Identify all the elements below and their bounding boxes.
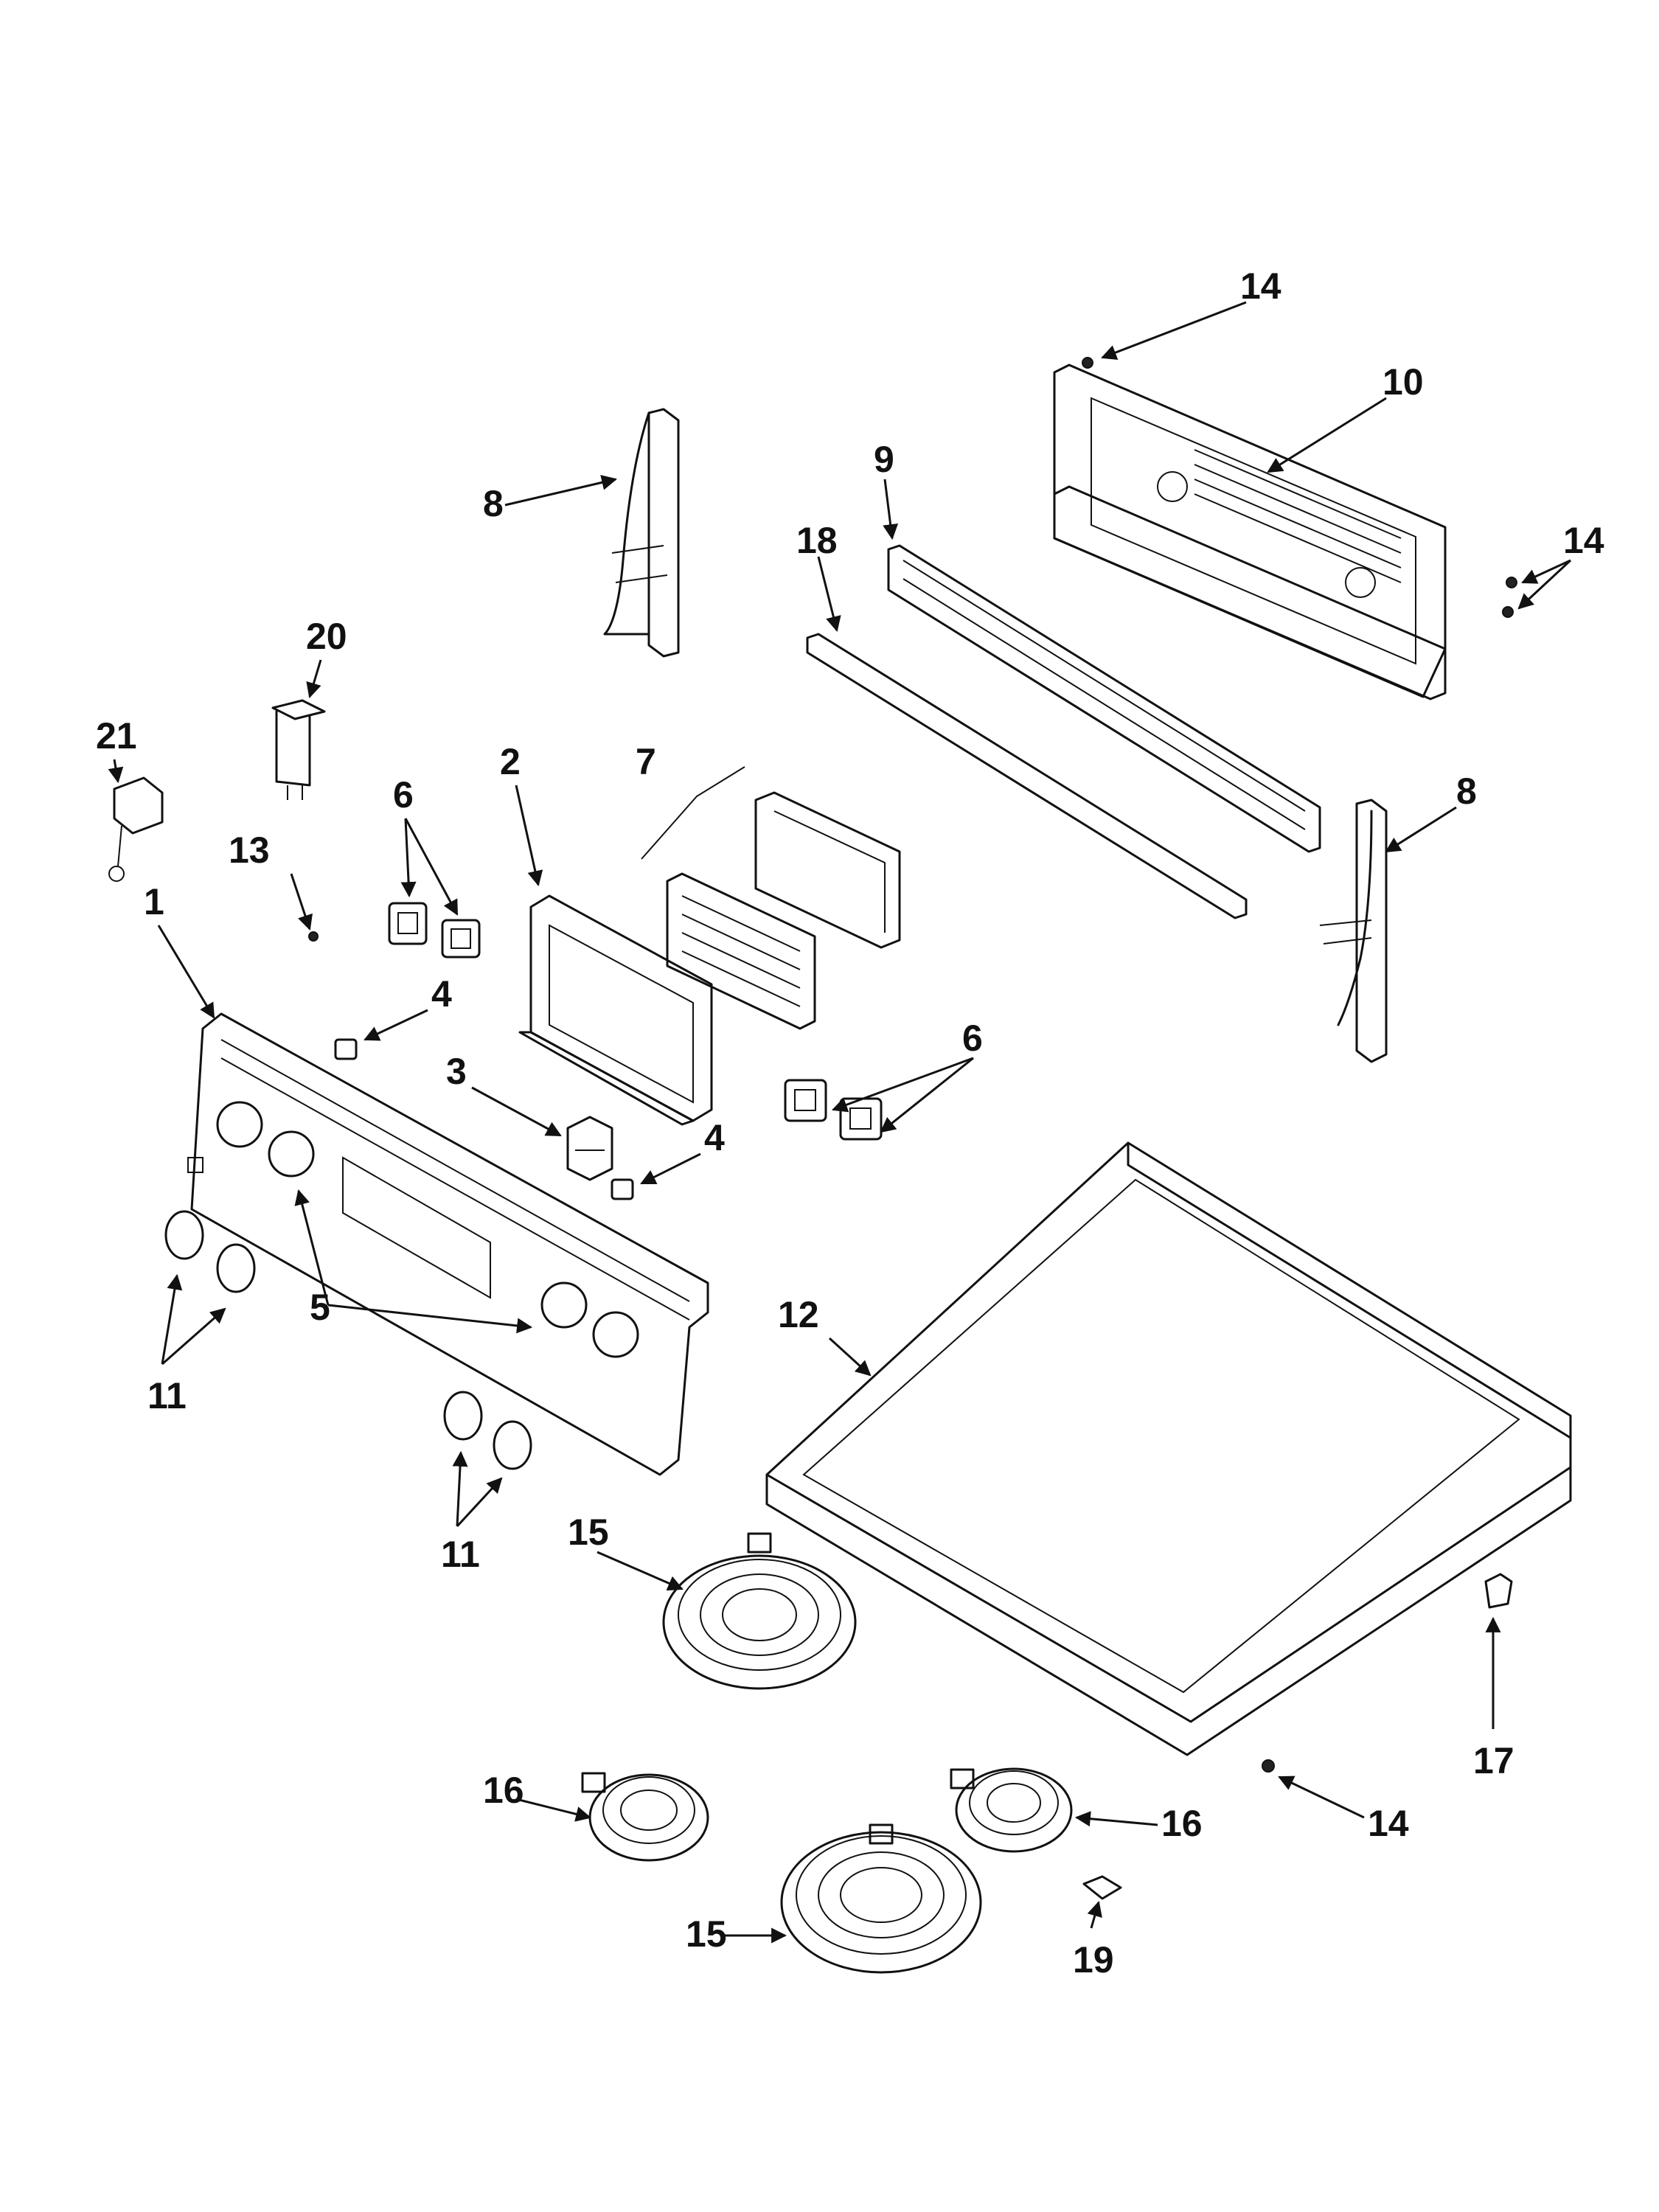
leader-lines xyxy=(108,301,1572,1944)
callout-8-left: 8 xyxy=(483,483,504,524)
callout-14-top: 14 xyxy=(1240,265,1281,307)
callout-19: 19 xyxy=(1073,1939,1114,1980)
callout-3: 3 xyxy=(446,1051,467,1092)
display-bracket-part xyxy=(518,894,713,1126)
callout-10: 10 xyxy=(1382,361,1424,403)
callout-6-upper: 6 xyxy=(393,774,414,815)
control-board-part xyxy=(641,766,901,1030)
leveling-leg-17-part xyxy=(1484,1573,1513,1609)
callout-16-right: 16 xyxy=(1161,1803,1203,1844)
switch-pair-upper-part xyxy=(388,902,481,959)
callout-6-lower: 6 xyxy=(962,1018,983,1059)
callout-1: 1 xyxy=(144,881,164,922)
callout-labels: 14 10 9 18 14 8 8 20 21 2 7 6 13 1 4 3 6… xyxy=(96,265,1604,1980)
indicator-light-part xyxy=(271,699,326,800)
callout-21: 21 xyxy=(96,715,137,757)
control-panel-part xyxy=(187,1012,709,1476)
screws-14-top-part xyxy=(1082,357,1517,618)
callout-8-right: 8 xyxy=(1456,771,1477,812)
callout-14-right: 14 xyxy=(1563,520,1604,561)
callout-18: 18 xyxy=(796,520,838,561)
trim-strip-part xyxy=(887,544,1321,853)
terminal-block-part xyxy=(108,776,164,882)
surface-element-small-b-part xyxy=(950,1767,1073,1853)
screw-13-part xyxy=(308,931,319,942)
callout-5: 5 xyxy=(310,1287,330,1328)
callout-7: 7 xyxy=(636,741,656,782)
callout-11-left: 11 xyxy=(147,1375,187,1416)
clip-19-part xyxy=(1082,1875,1122,1900)
relay-3-part xyxy=(566,1116,613,1181)
callout-12: 12 xyxy=(778,1294,819,1335)
callout-20: 20 xyxy=(306,616,347,657)
callout-15-lower: 15 xyxy=(686,1913,727,1955)
callout-2: 2 xyxy=(500,741,521,782)
callout-4-upper: 4 xyxy=(431,973,452,1015)
surface-element-large-b-part xyxy=(780,1823,982,1974)
cooktop-part xyxy=(765,1141,1572,1756)
callout-4-lower: 4 xyxy=(704,1117,725,1158)
callout-9: 9 xyxy=(874,439,894,480)
callout-13: 13 xyxy=(229,830,270,871)
lower-trim-part xyxy=(806,633,1248,919)
callout-16-left: 16 xyxy=(483,1770,524,1811)
knob-bushing-4b-part xyxy=(611,1178,634,1200)
callout-15-upper: 15 xyxy=(568,1512,609,1553)
callout-11-center: 11 xyxy=(441,1534,480,1575)
knob-set-center-part xyxy=(443,1391,532,1470)
callout-17: 17 xyxy=(1473,1740,1514,1781)
side-bracket-right-part xyxy=(1319,799,1388,1063)
surface-element-large-a-part xyxy=(662,1532,857,1690)
knob-bushing-4a-part xyxy=(334,1038,358,1060)
side-bracket-left-part xyxy=(603,408,680,658)
rear-panel-part xyxy=(1053,364,1447,700)
callout-14-bottom: 14 xyxy=(1368,1803,1409,1844)
surface-element-small-a-part xyxy=(581,1772,709,1862)
knob-set-left-part xyxy=(164,1210,256,1293)
screw-14c-part xyxy=(1262,1759,1275,1773)
